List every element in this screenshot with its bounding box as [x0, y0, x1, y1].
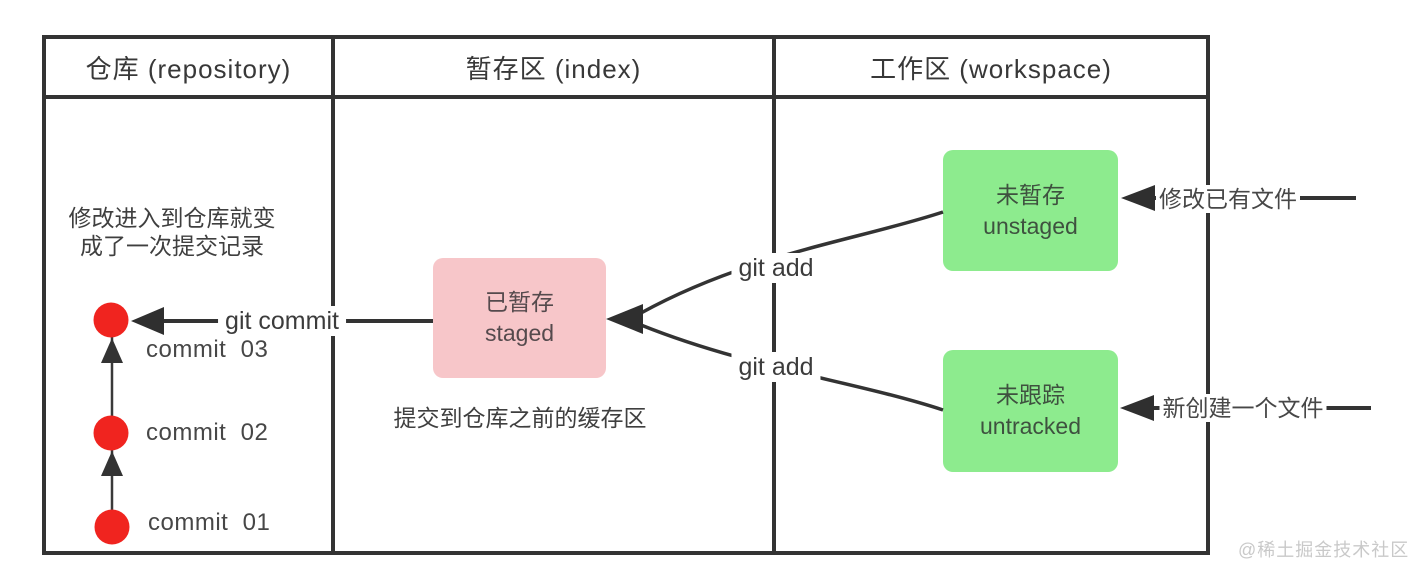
column-header-workspace: 工作区 (workspace)	[870, 53, 1112, 84]
column-header-repository: 仓库 (repository)	[85, 53, 292, 84]
commit-03-label: commit 03	[146, 336, 269, 363]
commit-02-label: commit 02	[146, 419, 269, 446]
table-header-divider	[42, 95, 1210, 99]
untracked-box: 未跟踪 untracked	[943, 350, 1118, 472]
staged-caption: 提交到仓库之前的缓存区	[393, 405, 647, 431]
untracked-box-title: 未跟踪	[996, 382, 1065, 408]
staged-box-title: 已暂存	[485, 289, 554, 315]
unstaged-box-subtitle: unstaged	[983, 212, 1078, 239]
git-add-label-top: git add	[731, 253, 821, 283]
git-commit-label: git commit	[218, 306, 346, 336]
column-divider-index-workspace	[772, 35, 776, 555]
column-divider-repository-index	[331, 35, 335, 555]
diagram-table-frame	[42, 35, 1210, 555]
column-header-index: 暂存区 (index)	[465, 53, 642, 84]
repository-note: 修改进入到仓库就变 成了一次提交记录	[68, 205, 276, 259]
staged-box: 已暂存 staged	[433, 258, 606, 378]
git-add-label-bottom: git add	[731, 352, 821, 382]
watermark: @稀土掘金技术社区	[1238, 540, 1410, 560]
commit-01-label: commit 01	[148, 509, 271, 536]
modify-existing-file-label: 修改已有文件	[1156, 185, 1300, 213]
unstaged-box-title: 未暂存	[996, 181, 1065, 208]
create-new-file-label: 新创建一个文件	[1159, 394, 1327, 422]
untracked-box-subtitle: untracked	[979, 413, 1081, 439]
staged-box-subtitle: staged	[484, 320, 555, 346]
unstaged-box: 未暂存 unstaged	[943, 150, 1118, 271]
